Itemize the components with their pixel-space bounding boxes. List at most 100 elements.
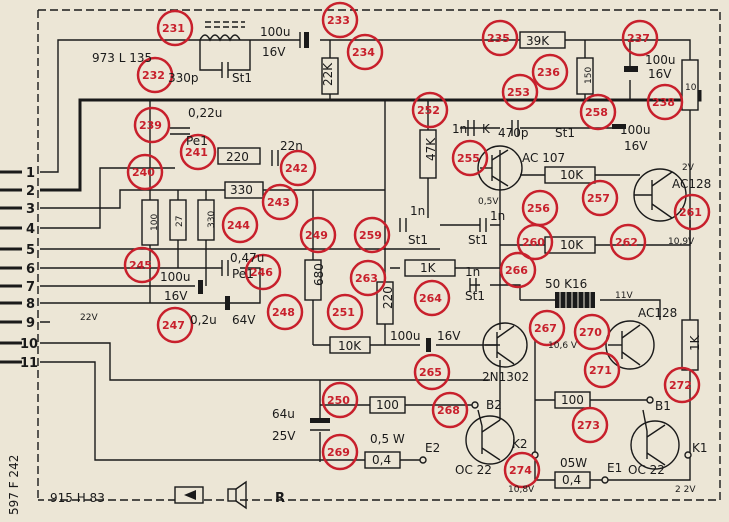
transistor-2n1302 [482,322,528,368]
transistor-ac107 [477,145,523,191]
voltage-11v-label: 11V [615,291,633,301]
terminals [419,396,692,484]
board-outline [38,9,721,501]
resistor-05w-b-value: 0,4 [562,473,581,487]
resistor-100-b [554,391,591,409]
pin-2-label: 2 [26,184,35,199]
capacitor-1n-a-label: 1n [410,204,425,218]
capacitor-1n-b-label: 1n [490,209,505,223]
transistor-ac128-top-label: AC128 [672,177,711,191]
voltage-22v-left-label: 22V [80,313,98,323]
marker-258: 258 [585,106,608,119]
resistor-220 [217,147,261,165]
marker-274: 274 [509,464,532,477]
inductor-l135 [199,21,251,78]
capacitor-1n-k-value: 1n [452,122,467,136]
capacitor-100u-top-value: 100u [260,25,291,39]
terminal-b1-label: B1 [655,399,671,413]
resistor-100 [141,199,159,246]
marker-243: 243 [267,196,290,209]
pin-11-label: 11 [20,356,38,371]
marker-273: 273 [577,419,600,432]
marker-263: 263 [355,272,378,285]
marker-267: 267 [534,322,557,335]
resistor-680-label: 680 [312,263,326,286]
resistor-150 [576,57,594,95]
marker-259: 259 [359,229,382,242]
resistor-47k [419,129,437,179]
marker-240: 240 [132,166,155,179]
transistor-ac128-mid [605,320,655,370]
marker-237: 237 [627,32,650,45]
board-code-label: 973 L 135 [92,51,152,65]
resistor-39k [519,31,566,49]
terminal-k1-label: K1 [692,441,708,455]
capacitor-64v-label: 64V [232,313,256,327]
voltage-22v-right-label: 2 2V [675,485,696,495]
resistor-10k-c-label: 10K [338,339,362,353]
resistor-22k [321,57,339,95]
capacitor-047u-label: 0,47u [230,251,264,265]
choke-50-k16 [555,292,595,308]
voltage-108v-label: 10,8V [508,485,535,495]
resistor-150-label: 150 [584,67,594,84]
resistor-220-label: 220 [226,150,249,164]
marker-264: 264 [419,292,442,305]
capacitor-330p-label: 330p [168,71,199,85]
part-code-label: 915 H 83 [50,491,105,505]
pe1-label: Pe1 [186,134,208,148]
marker-268: 268 [437,404,460,417]
capacitor-100u-right-value: 100u [645,53,676,67]
pin-10-label: 10 [20,337,38,352]
marker-261: 261 [679,206,702,219]
terminal-k2-label: K2 [512,437,528,451]
capacitor-1n-c-label: 1n [465,265,480,279]
marker-236: 236 [537,66,560,79]
wiring [40,39,702,481]
st1-b-label: St1 [468,233,488,247]
capacitor-22n-label: 22n [280,139,303,153]
st1-label-mid: St1 [555,126,575,140]
st1-a-label: St1 [408,233,428,247]
resistor-05w-a-rating: 0,5 W [370,432,405,446]
resistor-27-label: 27 [175,216,185,227]
component-labels: 973 L 135 330p St1 100u 16V 22K 39K 150 … [80,25,711,495]
resistor-47k-label: 47K [424,137,438,161]
pin-8-label: 8 [26,297,35,312]
marker-250: 250 [327,394,350,407]
voltage-106v-label: 10,6 V [548,341,578,351]
resistor-10k-a-label: 10K [560,168,584,182]
marker-260: 260 [522,236,545,249]
capacitor-64u-value: 64u [272,407,295,421]
capacitor-02u-label: 0,2u [190,313,217,327]
marker-244: 244 [227,219,250,232]
marker-251: 251 [332,306,355,319]
resistor-22k-label: 22K [321,62,335,86]
capacitor-100u-low-voltage: 16V [437,329,461,343]
resistor-100-a-label: 100 [376,398,399,412]
marker-241: 241 [185,146,208,159]
resistor-1k-label: 1K [420,261,437,275]
marker-232: 232 [142,69,165,82]
bottom-symbols [174,480,247,510]
transistor-oc22-a-label: OC 22 [455,463,492,477]
marker-235: 235 [487,32,510,45]
pin-6-label: 6 [26,262,35,277]
marker-234: 234 [352,46,375,59]
resistor-27 [169,199,187,241]
resistor-330-vertical [197,199,215,241]
transistor-oc22-b-label: OC 22 [628,463,665,477]
terminal-e2-label: E2 [425,441,440,455]
resistor-10k-b-right [544,236,596,254]
speaker-label: R [275,491,285,506]
transistor-oc22-b [630,409,680,470]
marker-245: 245 [129,259,152,272]
capacitor-100u-mid-voltage: 16V [624,139,648,153]
st1-label: St1 [232,71,252,85]
marker-257: 257 [587,192,610,205]
capacitor-100u-left-value: 100u [160,270,191,284]
capacitor-100u-left-voltage: 16V [164,289,188,303]
transistor-ac128-mid-label: AC128 [638,306,677,320]
pin-4-label: 4 [26,222,35,237]
resistor-220-vertical-label: 220 [381,286,395,309]
